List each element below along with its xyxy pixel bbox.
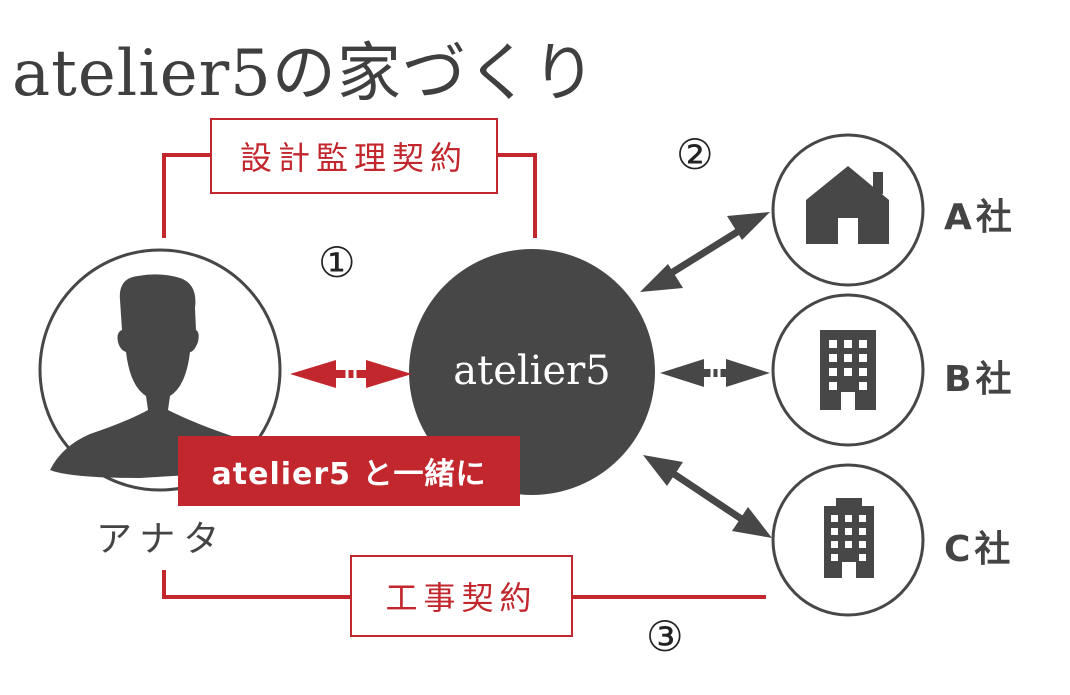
- page-title: atelier5の家づくり: [12, 37, 597, 111]
- company-c-label: C社: [944, 529, 1015, 570]
- step-number-1: ①: [318, 238, 356, 287]
- design-contract-bracket: [162, 153, 537, 238]
- construction-contract-box: 工事契約: [350, 555, 573, 637]
- together-banner: atelier5 と一緒に: [178, 436, 520, 506]
- tower-building-icon: [824, 498, 874, 578]
- client-architect-arrow: [290, 360, 412, 388]
- office-building-icon: [820, 330, 876, 410]
- arrow-to-company-c: [643, 455, 772, 538]
- company-b-label: B社: [944, 359, 1016, 400]
- step-number-2: ②: [676, 130, 714, 179]
- construction-contract-bracket: [162, 570, 766, 599]
- person-icon: [50, 274, 272, 478]
- arrow-to-company-a: [640, 212, 770, 292]
- client-label: アナタ: [96, 519, 228, 560]
- house-icon: [806, 166, 889, 244]
- arrow-to-company-b: [660, 359, 770, 387]
- design-contract-box: 設計監理契約: [210, 118, 498, 194]
- architect-label: atelier5: [453, 348, 611, 394]
- step-number-3: ③: [646, 612, 684, 661]
- company-a-label: A社: [944, 197, 1016, 238]
- architect-circle: [409, 249, 655, 495]
